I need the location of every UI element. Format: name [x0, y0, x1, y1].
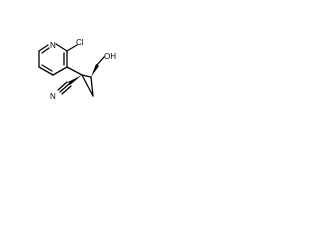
ring-nitrogen-label: N	[50, 41, 56, 50]
bond-ch-ch2	[90, 76, 94, 97]
chlorine-label: Cl	[76, 38, 84, 47]
bond-c6-n1-inner	[41, 47, 50, 54]
bond-c6-n1	[38, 44, 49, 52]
molecule-structure: N Cl OH N	[38, 38, 116, 101]
wedge-bond-hydroxymethyl	[91, 64, 99, 77]
hydroxyl-label: OH	[104, 52, 116, 61]
bond-c4-c5-inner	[41, 64, 53, 72]
pyridine-ring	[38, 43, 68, 76]
bond-ch2-oh	[96, 56, 105, 66]
nitrile-nitrogen-label: N	[50, 92, 56, 101]
bond-c3-cq	[66, 66, 83, 76]
nitrile-bond-2	[57, 81, 68, 91]
nitrile-bond-3	[61, 85, 72, 95]
bond-cq-ch	[81, 74, 92, 78]
nitrile-triple-bond	[57, 81, 72, 95]
bond-c4-c5	[38, 66, 54, 76]
cyclopropane-ring	[81, 74, 94, 97]
wedge-bond-nitrile	[68, 75, 82, 85]
bond-c3-c4	[52, 66, 68, 76]
bond-c2-cl	[66, 44, 78, 52]
bond-cq-ch2	[81, 74, 94, 97]
nitrile-bond-1	[59, 83, 70, 93]
bond-n1-c2	[55, 43, 68, 52]
